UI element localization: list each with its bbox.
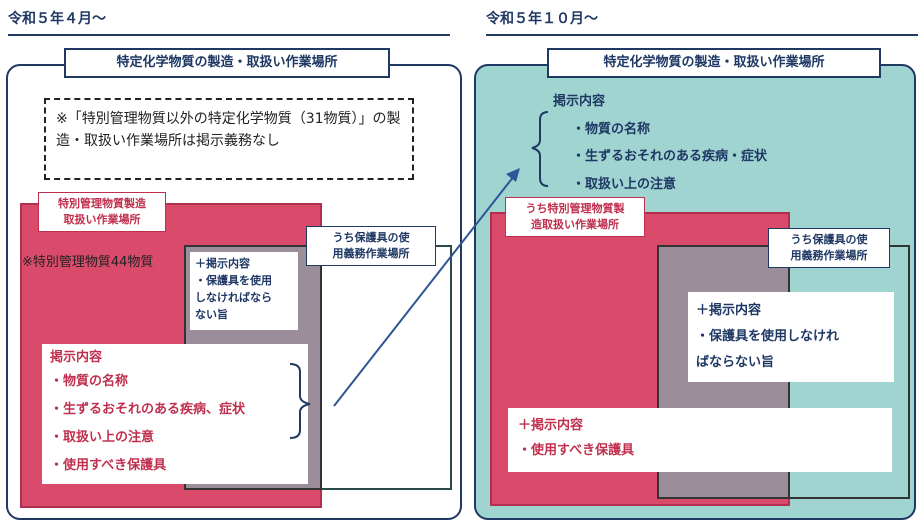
- right-special-label-line1: うち特別管理物質製: [525, 202, 625, 215]
- left-special-substance-label: 特別管理物質製造 取扱い作業場所: [38, 192, 166, 232]
- right-posting-content-title: 掲示内容: [553, 94, 606, 109]
- left-ppe-content-1: ＋掲示内容: [195, 257, 250, 270]
- left-ppe-label-line2: 用義務作業場所: [332, 247, 410, 260]
- left-special-label-line2: 取扱い作業場所: [63, 213, 141, 226]
- right-special-content-1: ＋掲示内容: [518, 418, 584, 433]
- left-brace: [289, 363, 311, 439]
- left-posting-item: ・取扱い上の注意: [50, 430, 155, 445]
- left-special-label-line1: 特別管理物質製造: [58, 197, 146, 210]
- left-ppe-content-4: ない旨: [195, 308, 228, 321]
- right-special-substance-label: うち特別管理物質製 造取扱い作業場所: [505, 197, 645, 237]
- right-posting-item: ・生ずるおそれのある疾病・症状: [572, 149, 768, 164]
- right-special-content-2: ・使用すべき保護具: [518, 443, 635, 458]
- left-ppe-content-2: ・保護具を使用: [195, 274, 272, 287]
- right-panel-title: 特定化学物質の製造・取扱い作業場所: [547, 48, 881, 78]
- right-ppe-content-2: ・保護具を使用しなけれ: [696, 329, 840, 344]
- left-header-rule: [8, 34, 450, 36]
- left-ppe-content-box: ＋掲示内容 ・保護具を使用 しなければなら ない旨: [190, 252, 298, 330]
- right-ppe-content-1: ＋掲示内容: [696, 303, 762, 318]
- left-posting-item: ・生ずるおそれのある疾病、症状: [50, 402, 246, 417]
- right-special-label-line2: 造取扱い作業場所: [531, 218, 619, 231]
- left-panel-title: 特定化学物質の製造・取扱い作業場所: [64, 48, 390, 78]
- right-ppe-content-box: ＋掲示内容 ・保護具を使用しなけれ ばならない旨: [688, 292, 894, 382]
- right-brace: [531, 111, 549, 187]
- left-posting-content-title: 掲示内容: [50, 350, 103, 365]
- right-ppe-content-3: ばならない旨: [696, 355, 775, 370]
- right-posting-item: ・物質の名称: [572, 122, 651, 137]
- right-ppe-label: うち保護具の使 用義務作業場所: [768, 228, 890, 268]
- right-posting-item: ・取扱い上の注意: [572, 177, 677, 192]
- right-header-rule: [486, 34, 918, 36]
- left-exemption-note-text: ※「特別管理物質以外の特定化学物質（31物質）」の製造・取扱い作業場所は掲示義務…: [56, 111, 401, 149]
- left-exemption-note: ※「特別管理物質以外の特定化学物質（31物質）」の製造・取扱い作業場所は掲示義務…: [44, 98, 414, 180]
- right-ppe-label-line2: 用義務作業場所: [790, 249, 868, 262]
- left-ppe-content-3: しなければなら: [195, 291, 272, 304]
- left-posting-item: ・使用すべき保護具: [50, 458, 167, 473]
- transition-arrow-head: [506, 168, 520, 182]
- left-ppe-label: うち保護具の使 用義務作業場所: [306, 226, 436, 266]
- right-period-header: 令和５年１０月～: [486, 11, 598, 27]
- left-posting-content-box: 掲示内容 ・物質の名称 ・生ずるおそれのある疾病、症状 ・取扱い上の注意 ・使用…: [42, 344, 308, 484]
- left-period-header: 令和５年４月～: [8, 11, 106, 27]
- right-special-content-box: ＋掲示内容 ・使用すべき保護具: [508, 408, 892, 472]
- right-ppe-label-line1: うち保護具の使: [790, 233, 868, 246]
- left-posting-item: ・物質の名称: [50, 374, 129, 389]
- left-ppe-label-line1: うち保護具の使: [332, 231, 410, 244]
- left-special-count: ※特別管理物質44物質: [22, 255, 154, 270]
- transition-arrow-line: [333, 175, 515, 407]
